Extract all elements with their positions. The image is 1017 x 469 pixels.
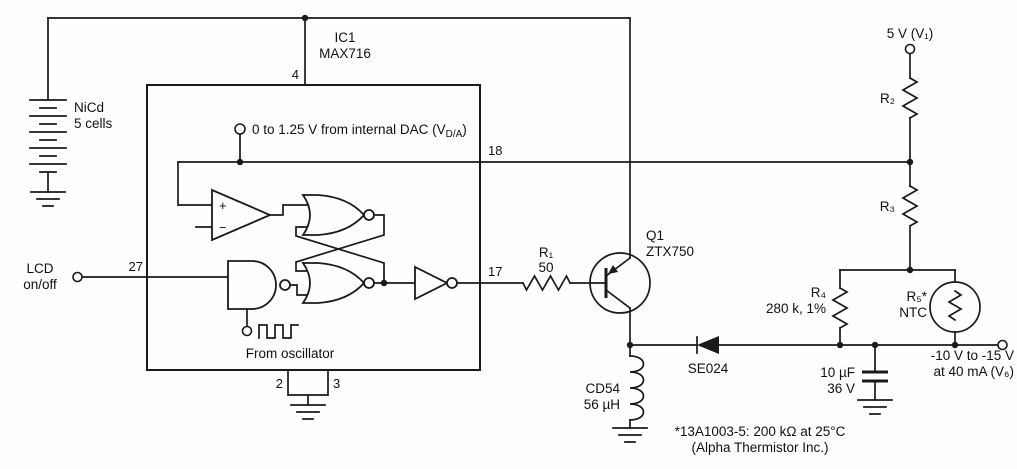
ground-capacitor: [857, 399, 893, 415]
junction-dots: [236, 14, 959, 349]
capacitor-label-1: 10 µF: [820, 365, 855, 380]
capacitor-symbol: [862, 370, 888, 383]
nor-lower-bubble: [363, 277, 375, 289]
resistor-r4: [831, 286, 849, 330]
diode-se024: [696, 336, 719, 354]
resistor-r1: [521, 274, 572, 292]
inductor-label-1: CD54: [585, 381, 620, 396]
r5-name-label: R₅*: [907, 289, 928, 304]
oscillator-waveform-icon: [258, 324, 299, 339]
wire-comp-out: [269, 204, 313, 216]
output-label-2: at 40 mA (V₆): [934, 364, 1014, 379]
pin-17-label: 17: [488, 264, 502, 279]
pin-27-label: 27: [129, 259, 143, 274]
ic1-name-label: IC1: [334, 30, 355, 45]
resistor-r3: [901, 184, 919, 228]
q1-part-label: ZTX750: [646, 244, 694, 259]
lcd-terminal: [72, 271, 83, 283]
ground-ic-pins: [290, 404, 326, 420]
output-label-1: -10 V to -15 V: [931, 348, 1014, 363]
inductor-coil: [629, 355, 645, 421]
wire-pins-2-3: [287, 369, 329, 406]
inverter: [414, 265, 458, 301]
comparator: + −: [211, 188, 273, 242]
lcd-label-1: LCD: [26, 261, 53, 276]
r4-value-label: 280 k, 1%: [766, 301, 826, 316]
q1-name-label: Q1: [646, 228, 664, 243]
r3-label: R₃: [880, 199, 895, 214]
pin-4-label: 4: [292, 67, 299, 82]
wires: [47, 17, 999, 429]
wire-nand-out: [289, 284, 311, 296]
diode-label: SE024: [688, 361, 729, 376]
battery-label-2: 5 cells: [74, 116, 113, 131]
pin-18-label: 18: [488, 143, 502, 158]
nand-bubble: [279, 279, 291, 291]
dac-label-prefix: 0 to 1.25 V from internal DAC (V: [252, 122, 446, 137]
nor-gate-lower: [301, 262, 375, 304]
ic1-box: [146, 84, 481, 371]
dac-label-suffix: ): [462, 122, 467, 137]
inverter-bubble: [446, 277, 458, 289]
pnp-arrow-icon: [608, 265, 618, 274]
nor-upper-bubble: [363, 209, 375, 221]
nand-gate: [227, 260, 291, 310]
lcd-label-2: on/off: [23, 277, 57, 292]
thermistor-r5: [929, 281, 981, 333]
supply-terminal: [904, 43, 916, 55]
note-label-2: (Alpha Thermistor Inc.): [691, 440, 828, 455]
battery-symbol: [29, 99, 67, 173]
pin-3-label: 3: [333, 376, 340, 391]
note-label-1: *13A1003-5: 200 kΩ at 25°C: [675, 424, 846, 439]
ground-battery: [30, 191, 66, 207]
r4-name-label: R₄: [811, 285, 826, 300]
comparator-minus-sign: −: [219, 220, 227, 235]
dac-label: 0 to 1.25 V from internal DAC (VD/A): [252, 122, 467, 140]
dac-label-sub: D/A: [446, 129, 463, 140]
r1-name-label: R₁: [539, 245, 554, 260]
ic1-part-label: MAX716: [319, 46, 371, 61]
ground-inductor: [612, 427, 648, 443]
comparator-plus-sign: +: [219, 198, 227, 213]
nor-gate-upper: [301, 194, 375, 236]
transistor-q1: [589, 252, 651, 314]
battery-label-1: NiCd: [74, 100, 104, 115]
r1-value-label: 50: [538, 260, 553, 275]
dac-terminal: [234, 123, 246, 135]
inductor-label-2: 56 µH: [584, 397, 620, 412]
oscillator-label: From oscillator: [246, 346, 335, 361]
r5-type-label: NTC: [899, 305, 927, 320]
wire-latch-feedback-b: [295, 226, 385, 284]
r2-label: R₂: [880, 91, 895, 106]
oscillator-terminal: [241, 325, 253, 337]
wire-latch-feedback-a: [295, 214, 385, 272]
resistor-r2: [901, 76, 919, 120]
output-terminal: [997, 339, 1008, 351]
wire-comp-plus: [177, 161, 213, 206]
supply-label: 5 V (V₁): [887, 26, 934, 41]
capacitor-label-2: 36 V: [827, 381, 855, 396]
pin-2-label: 2: [276, 376, 283, 391]
